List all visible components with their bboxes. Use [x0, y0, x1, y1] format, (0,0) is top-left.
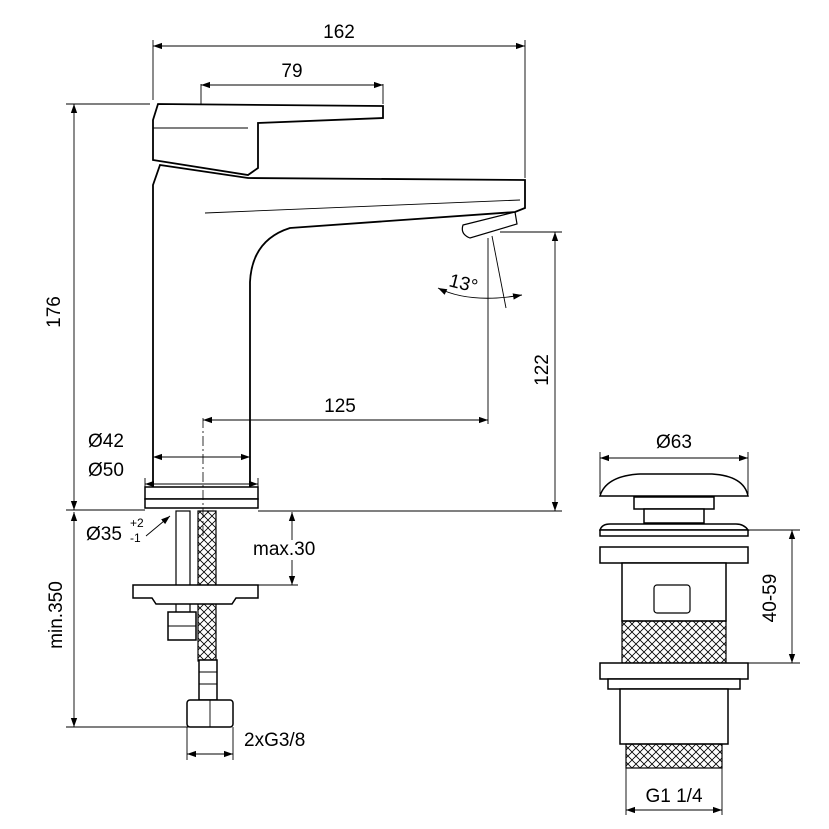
faucet-body [152, 164, 526, 487]
dim-max-deck: max.30 [253, 539, 315, 560]
waste-tail [619, 688, 729, 745]
spout-contour-line [204, 199, 521, 214]
dim-spout-reach: 125 [324, 396, 356, 417]
base-ring-lower [144, 498, 259, 509]
dim-height-range: 40-59 [760, 574, 781, 623]
waste-thread [621, 620, 727, 664]
dim-lever-length: 79 [281, 61, 302, 82]
waste-cap [598, 473, 749, 497]
waste-flange [598, 523, 750, 531]
dim-overall-height: 176 [44, 296, 65, 328]
aerator [461, 211, 518, 239]
fixing-plate [132, 584, 259, 605]
hose-ferrule [198, 659, 218, 701]
faucet-drawing: 162 79 176 125 122 13° Ø42 Ø50 [44, 22, 562, 760]
waste-body [621, 562, 727, 622]
waste-stem-lower [643, 508, 705, 524]
dim-mount-hole: Ø35 [86, 524, 122, 545]
dim-base-outer: Ø50 [88, 460, 124, 481]
waste-window [653, 584, 691, 614]
lever-handle [152, 103, 384, 176]
dim-waste-thread: G1 1/4 [645, 786, 702, 807]
waste-tail-thread [625, 743, 723, 769]
waste-nut [599, 662, 749, 680]
angle-arc [437, 287, 523, 300]
dim-overall-width: 162 [323, 22, 355, 43]
dim-35-leader [145, 515, 171, 537]
dim-spout-height: 122 [532, 354, 553, 386]
dim-min-hose: min.350 [46, 581, 67, 649]
dim-base-inner: Ø42 [88, 431, 124, 452]
base-ring-upper [144, 486, 259, 500]
waste-drawing: Ø63 40-59 G1 1/4 [598, 432, 800, 815]
waste-stem [633, 496, 715, 510]
dim-cap-diameter: Ø63 [656, 432, 692, 453]
dim-mount-hole-tol-lower: -1 [130, 531, 141, 545]
dim-mount-hole-tol-upper: +2 [130, 516, 144, 530]
dim-connection-thread: 2xG3/8 [244, 730, 305, 751]
